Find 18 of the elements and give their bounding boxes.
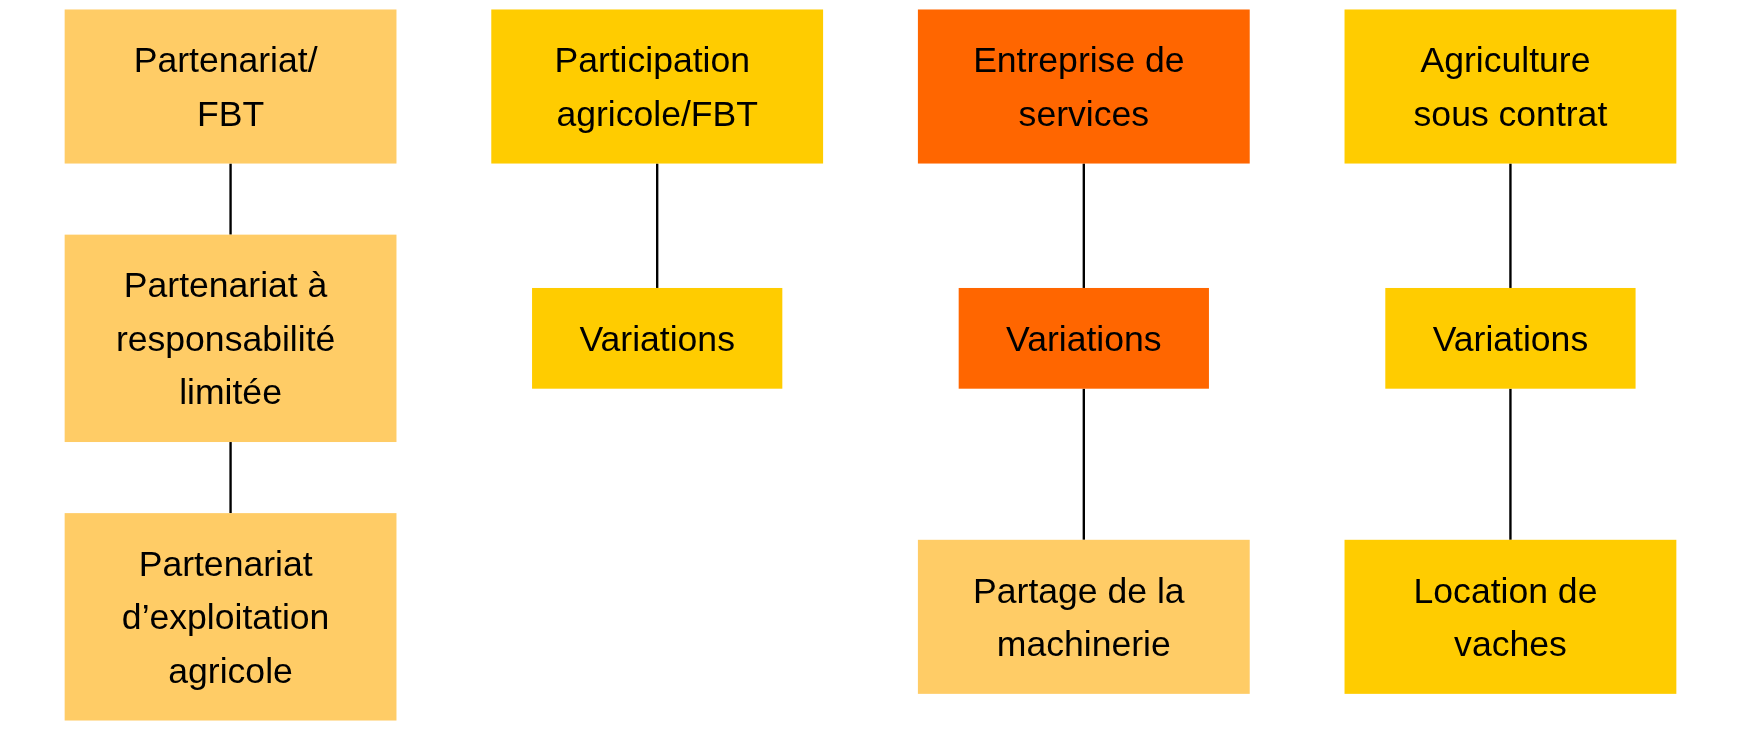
node-box: Entreprise de services: [917, 9, 1250, 164]
node-box: Partenariat à responsabilité limitée: [64, 234, 397, 443]
node-box: Location de vaches: [1344, 539, 1677, 694]
connector: [229, 442, 232, 514]
node-box: Agriculture sous contrat: [1344, 9, 1677, 164]
node-box: Partage de la machinerie: [917, 539, 1250, 694]
connector: [1509, 388, 1512, 540]
node-box: Variations: [532, 287, 783, 389]
connector: [656, 163, 659, 288]
node-box: Partenariat d’exploitation agricole: [64, 513, 397, 721]
node-box: Variations: [958, 287, 1209, 389]
node-box: Participation agricole/FBT: [491, 9, 824, 164]
node-box: Variations: [1385, 287, 1636, 389]
connector: [1509, 163, 1512, 288]
connector: [1082, 163, 1085, 288]
connector: [229, 163, 232, 235]
connector: [1082, 388, 1085, 540]
node-box: Partenariat/ FBT: [64, 9, 397, 164]
